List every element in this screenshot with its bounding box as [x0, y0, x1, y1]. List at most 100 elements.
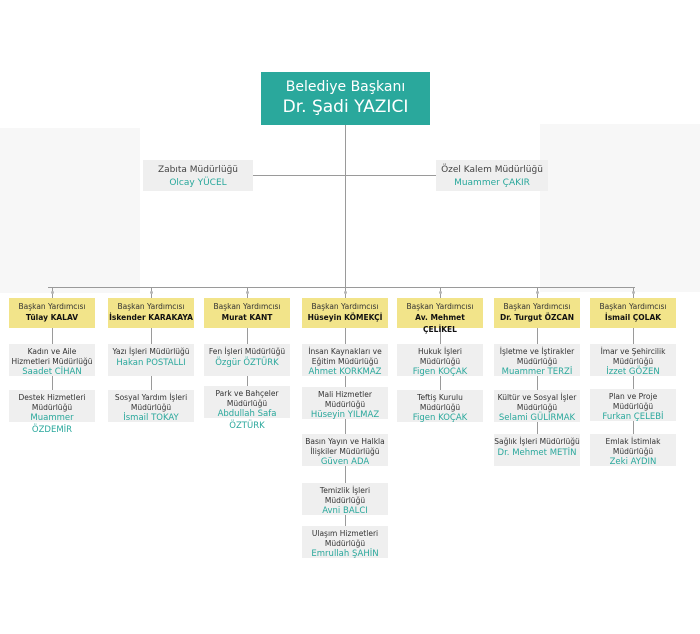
unit-person: Muammer ÖZDEMİR — [30, 413, 74, 435]
deputy-name: Dr. Turgut ÖZCAN — [500, 313, 574, 322]
unit-title: Özel Kalem Müdürlüğü — [441, 165, 543, 175]
unit-person: İsmail TOKAY — [123, 413, 179, 423]
unit-title: Emlak İstimlak Müdürlüğü — [605, 437, 661, 456]
mayor-title: Belediye Başkanı — [285, 79, 406, 95]
deputy-role: Başkan Yardımcısı — [503, 302, 571, 311]
deputy-name: Murat KANT — [221, 313, 273, 322]
mayor-vertical-line — [345, 125, 346, 287]
unit-person: Muammer ÇAKIR — [454, 178, 530, 188]
ozel-kalem-unit-box: Özel Kalem Müdürlüğü Muammer ÇAKIR — [436, 160, 548, 191]
unit-person: Selami GÜLİRMAK — [498, 413, 576, 423]
unit-person: Zeki AYDIN — [609, 457, 657, 467]
unit-title: Kadın ve Aile Hizmetleri Müdürlüğü — [11, 347, 93, 366]
deputy-name: Av. Mehmet ÇELİKEL — [415, 313, 465, 334]
deputy-name: Tülay KALAV — [25, 313, 79, 322]
unit-person: Muammer TERZİ — [501, 367, 573, 377]
connector-dot — [246, 291, 249, 294]
deputy-role: Başkan Yardımcısı — [311, 302, 379, 311]
unit-title: Hukuk İşleri Müdürlüğü — [418, 347, 462, 366]
deputies-horizontal-line — [48, 287, 635, 288]
unit-person: Güven ADA — [320, 457, 370, 467]
unit-title: İşletme ve İştirakler Müdürlüğü — [499, 347, 575, 366]
unit-title: Sosyal Yardım İşleri Müdürlüğü — [114, 393, 188, 412]
unit-connector-line — [633, 328, 634, 434]
unit-person: Hüseyin YILMAZ — [310, 410, 380, 420]
unit-title: Sağlık İşleri Müdürlüğü — [494, 437, 580, 446]
side-horizontal-line — [253, 175, 436, 176]
unit-person: Emrullah ŞAHİN — [311, 549, 379, 559]
mayor-box: Belediye Başkanı Dr. Şadi YAZICI — [261, 72, 430, 125]
unit-title: Kültür ve Sosyal İşler Müdürlüğü — [497, 393, 577, 412]
unit-title: İnsan Kaynakları ve Eğitim Müdürlüğü — [308, 347, 382, 366]
unit-box: Basın Yayın ve Halkla İlişkiler Müdürlüğ… — [302, 434, 388, 467]
unit-title: Park ve Bahçeler Müdürlüğü — [215, 389, 279, 408]
unit-title: Temizlik İşleri Müdürlüğü — [319, 486, 371, 505]
deputy-role: Başkan Yardımcısı — [18, 302, 86, 311]
connector-dot — [536, 291, 539, 294]
unit-person: Furkan ÇELEBİ — [602, 412, 664, 422]
unit-person: Avni BALCI — [322, 506, 368, 516]
unit-title: Basın Yayın ve Halkla İlişkiler Müdürlüğ… — [305, 437, 385, 456]
unit-title: Yazı İşleri Müdürlüğü — [112, 347, 190, 356]
deputy-role: Başkan Yardımcısı — [406, 302, 474, 311]
deputy-name: Hüseyin KÖMEKÇİ — [307, 313, 383, 322]
connector-dot — [51, 291, 54, 294]
zabita-unit-box: Zabıta Müdürlüğü Olcay YÜCEL — [143, 160, 253, 191]
deputy-role: Başkan Yardımcısı — [599, 302, 667, 311]
background-panel-right — [540, 124, 700, 292]
unit-title: Ulaşım Hizmetleri Müdürlüğü — [311, 529, 379, 548]
unit-person: Dr. Mehmet METİN — [497, 447, 577, 458]
connector-dot — [344, 291, 347, 294]
connector-dot — [150, 291, 153, 294]
deputy-role: Başkan Yardımcısı — [117, 302, 185, 311]
unit-connector-line — [345, 328, 346, 526]
unit-connector-line — [537, 328, 538, 434]
unit-title: Plan ve Proje Müdürlüğü — [608, 392, 658, 411]
unit-person: Figen KOÇAK — [412, 367, 468, 377]
connector-dot — [439, 291, 442, 294]
unit-person: Figen KOÇAK — [412, 413, 468, 423]
unit-title: Mali Hizmetler Müdürlüğü — [318, 390, 372, 409]
background-panel-left — [0, 128, 140, 293]
connector-dot — [632, 291, 635, 294]
unit-person: Hakan POSTALLI — [116, 357, 186, 368]
mayor-name: Dr. Şadi YAZICI — [282, 97, 409, 117]
unit-title: Zabıta Müdürlüğü — [157, 165, 238, 175]
unit-title: Destek Hizmetleri Müdürlüğü — [18, 393, 86, 412]
unit-title: İmar ve Şehircilik Müdürlüğü — [600, 347, 666, 366]
unit-person: Olcay YÜCEL — [169, 178, 227, 188]
unit-person: Abdullah Safa ÖZTÜRK — [217, 409, 277, 431]
unit-person: Saadet CİHAN — [22, 367, 82, 377]
unit-person: İzzet GÖZEN — [606, 367, 660, 377]
unit-title: Teftiş Kurulu Müdürlüğü — [417, 393, 463, 412]
deputy-role: Başkan Yardımcısı — [213, 302, 281, 311]
deputy-name: İskender KARAKAYA — [109, 313, 193, 322]
unit-person: Özgür ÖZTÜRK — [215, 357, 279, 368]
unit-person: Ahmet KORKMAZ — [308, 367, 382, 377]
unit-title: Fen İşleri Müdürlüğü — [208, 347, 286, 356]
